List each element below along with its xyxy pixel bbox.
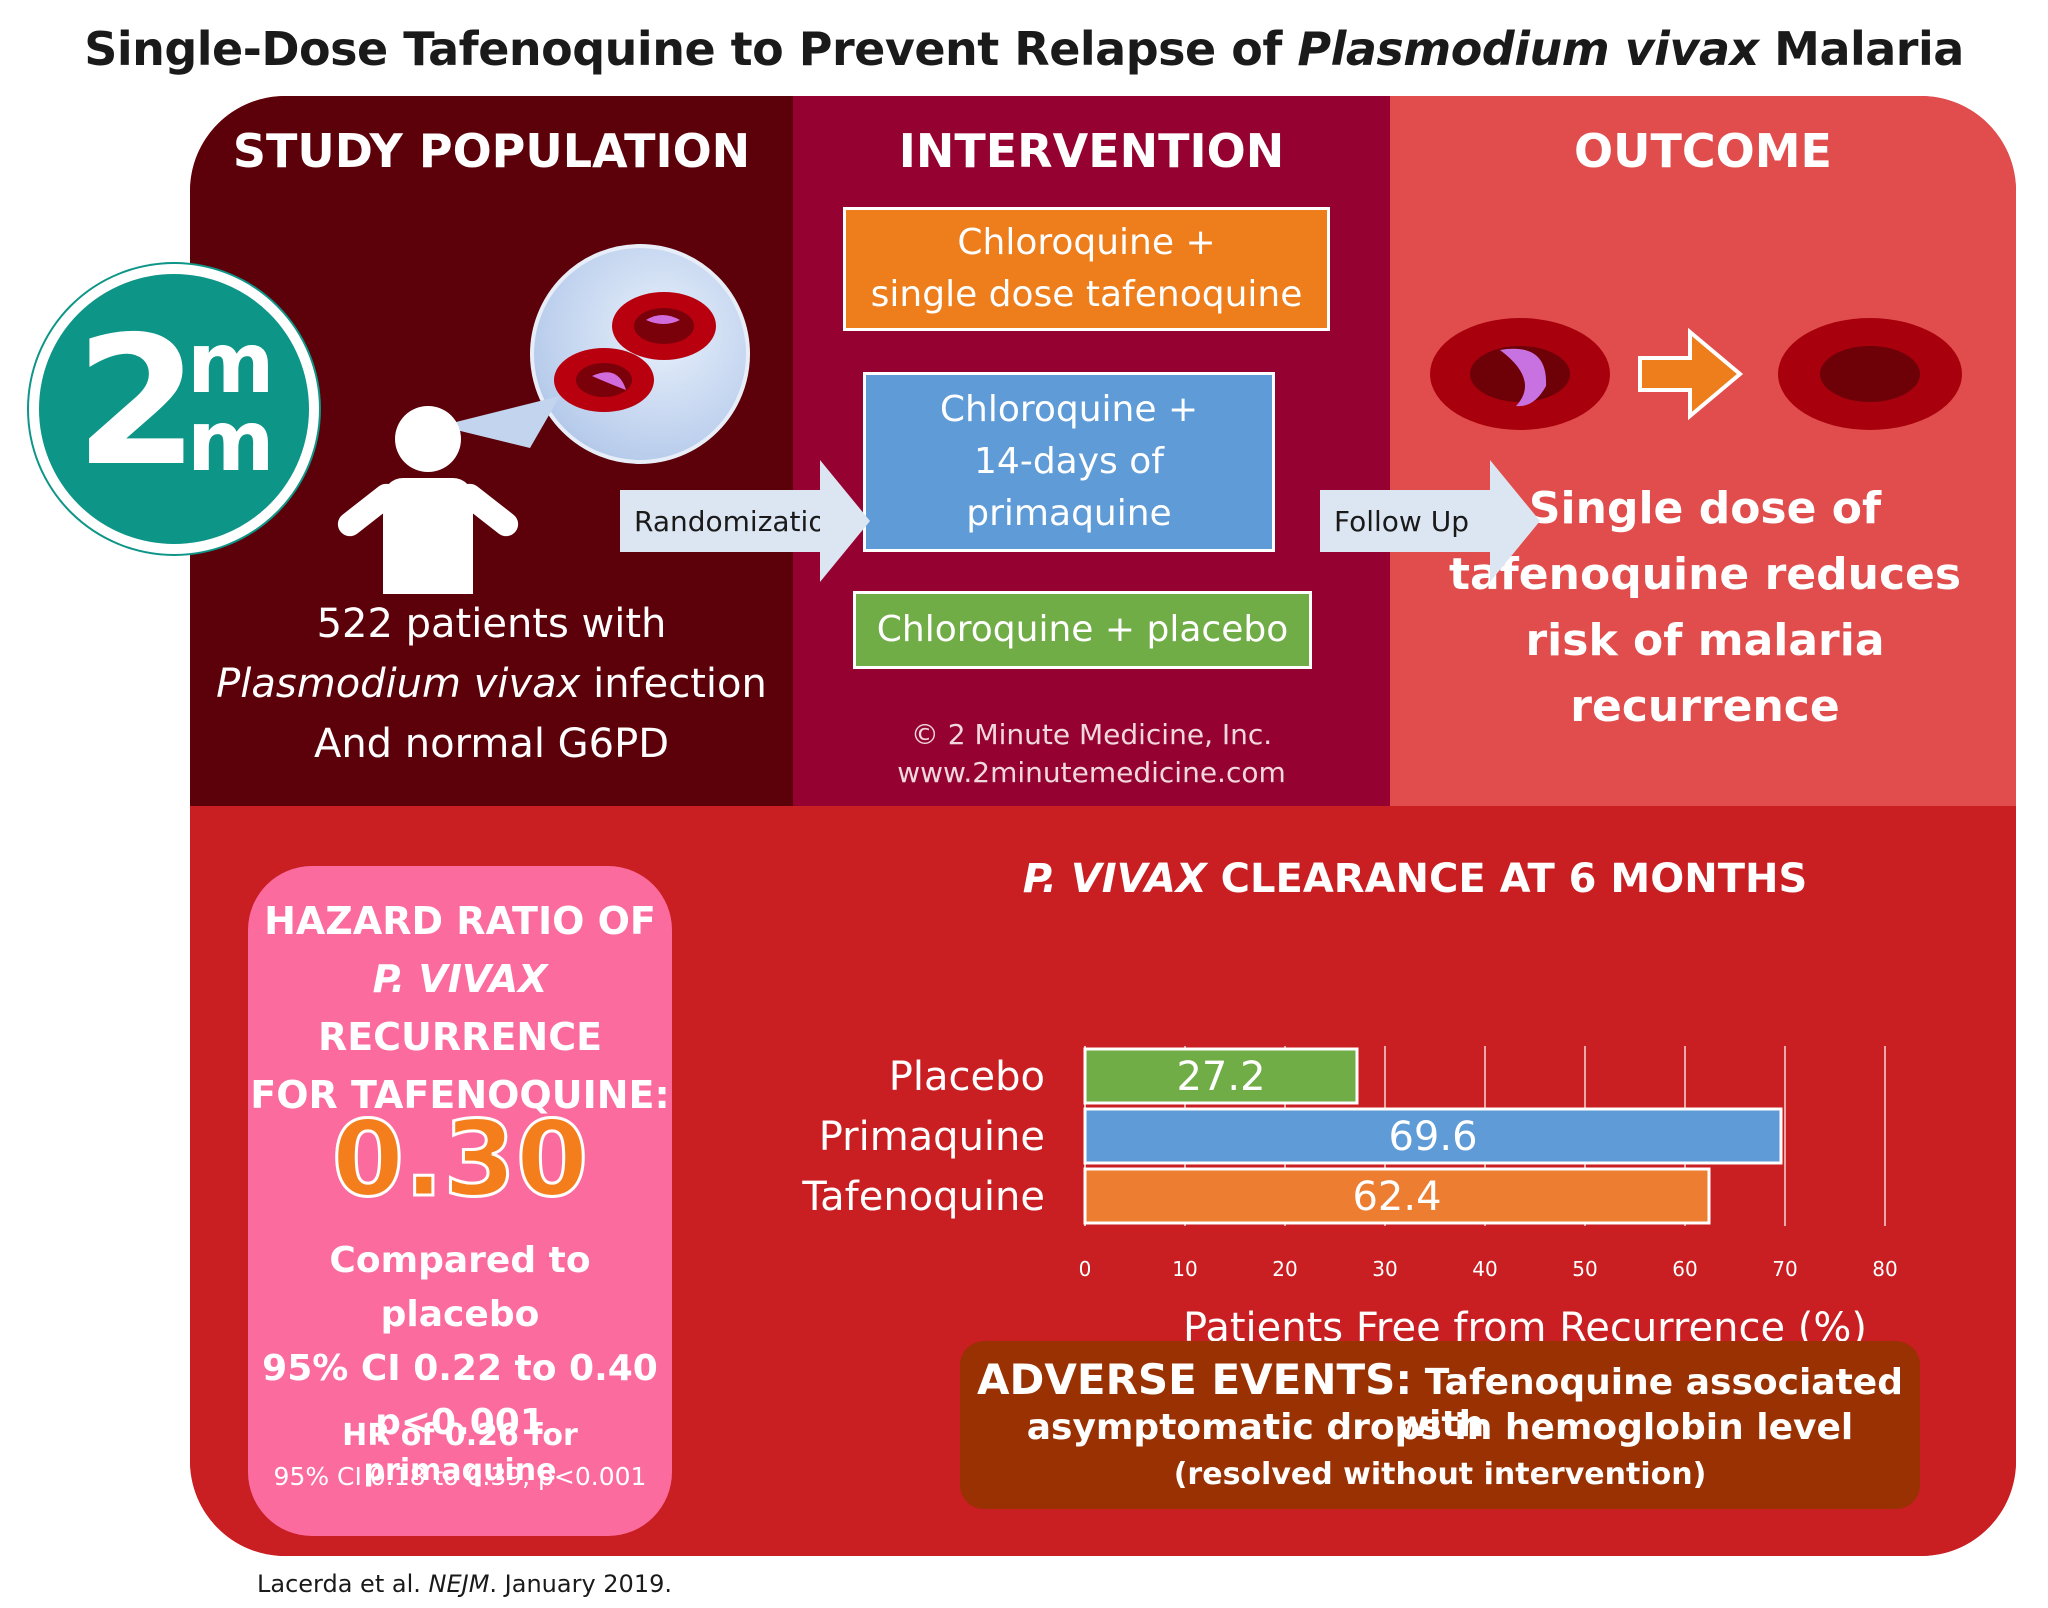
hr-compare-line1: Compared to placebo — [329, 1240, 591, 1335]
bar-primaquine — [1083, 1107, 1783, 1165]
tafenoquine-arm-box: Chloroquine + single dose tafenoquine — [843, 207, 1330, 331]
hr-compare-line2: 95% CI 0.22 to 0.40 — [262, 1348, 658, 1389]
speech-pointer-icon — [440, 396, 560, 448]
infographic-card: STUDY POPULATION 522 patients with Plasm… — [190, 96, 2016, 1556]
citation: Lacerda et al. NEJM. January 2019. — [257, 1570, 672, 1598]
outcome-line1: Single dose of — [1528, 483, 1882, 534]
placebo-arm-box: Chloroquine + placebo — [853, 591, 1312, 669]
population-line1: 522 patients with — [316, 601, 667, 647]
ae-line2: asymptomatic drops in hemoglobin level — [1026, 1407, 1854, 1448]
citation-part1: Lacerda et al. — [257, 1570, 429, 1598]
category-label: Tafenoquine — [801, 1174, 1045, 1220]
study-population-text: 522 patients with Plasmodium vivax infec… — [210, 594, 773, 774]
ae-line1: ADVERSE EVENTS: Tafenoquine associated w… — [960, 1355, 1920, 1445]
population-line3: And normal G6PD — [313, 721, 670, 767]
outcome-line3: risk of malaria — [1525, 615, 1885, 666]
population-species: Plasmodium vivax — [216, 661, 581, 707]
category-label: Placebo — [889, 1054, 1045, 1100]
outcome-panel: OUTCOME Single dose of tafenoquine reduc… — [1390, 96, 2016, 806]
citation-part2: . January 2019. — [489, 1570, 672, 1598]
infected-red-cells-icon — [554, 292, 716, 412]
category-label: Primaquine — [819, 1114, 1045, 1160]
follow-up-label: Follow Up — [1334, 504, 1469, 538]
citation-journal: NEJM — [428, 1570, 490, 1598]
hr-compare-line3: p<0.001 — [375, 1402, 545, 1443]
follow-up-arrow: Follow Up — [1320, 460, 1540, 582]
website-text: www.2minutemedicine.com — [897, 756, 1286, 789]
value-label: 27.2 — [1176, 1054, 1265, 1100]
randomization-arrow: Randomization — [620, 460, 870, 582]
x-tick-label: 20 — [1272, 1257, 1297, 1281]
adverse-events-box: ADVERSE EVENTS: Tafenoquine associated w… — [960, 1341, 1920, 1509]
value-label: 62.4 — [1352, 1174, 1441, 1220]
copyright-notice: © 2 Minute Medicine, Inc. www.2minutemed… — [793, 716, 1390, 792]
chart-title: P. VIVAX CLEARANCE AT 6 MONTHS — [890, 856, 1940, 902]
x-tick-label: 70 — [1772, 1257, 1797, 1281]
primaquine-hazard-ratio: HR of 0.26 for primaquine — [342, 1418, 578, 1488]
primaquine-arm-line2: 14-days of — [974, 441, 1164, 482]
outcome-line4: recurrence — [1570, 681, 1840, 732]
x-tick-label: 50 — [1572, 1257, 1597, 1281]
intervention-heading: INTERVENTION — [898, 124, 1285, 178]
value-label: 69.6 — [1388, 1114, 1477, 1160]
primaquine-arm-line3: primaquine — [966, 493, 1172, 534]
title-italic: Plasmodium vivax — [1297, 22, 1759, 76]
study-population-heading: STUDY POPULATION — [232, 124, 751, 178]
ae-line3: (resolved without intervention) — [1173, 1457, 1707, 1492]
x-tick-label: 60 — [1672, 1257, 1697, 1281]
patient-body-icon — [383, 478, 473, 594]
x-tick-label: 30 — [1372, 1257, 1397, 1281]
hr-title-line1: HAZARD RATIO OF — [264, 899, 656, 943]
chart-title-rest: CLEARANCE AT 6 MONTHS — [1206, 856, 1808, 902]
hazard-ratio-comparison: Compared to placebo 95% CI 0.22 to 0.40 … — [248, 1234, 672, 1450]
chart-title-species: P. VIVAX — [1022, 856, 1207, 902]
logo-letter-top: m — [187, 314, 275, 412]
title-part2: Malaria — [1758, 22, 1964, 76]
bar-placebo — [1083, 1047, 1359, 1105]
hr-title-species: P. VIVAX — [372, 957, 548, 1001]
tafenoquine-arm-line1: Chloroquine + — [957, 222, 1216, 263]
magnified-cells-bubble — [530, 244, 750, 464]
title-part1: Single-Dose Tafenoquine to Prevent Relap… — [84, 22, 1298, 76]
x-tick-label: 80 — [1872, 1257, 1897, 1281]
hr-title-line2: P. VIVAX RECURRENCE — [248, 950, 672, 1066]
x-tick-label: 40 — [1472, 1257, 1497, 1281]
tafenoquine-arm-line2: single dose tafenoquine — [870, 274, 1303, 315]
x-tick-label: 0 — [1079, 1257, 1092, 1281]
randomization-label: Randomization — [634, 504, 844, 538]
ae-heading: ADVERSE EVENTS: — [977, 1355, 1413, 1404]
primaquine-arm-box: Chloroquine + 14-days of primaquine — [863, 372, 1275, 552]
population-line2: Plasmodium vivax infection — [210, 654, 773, 714]
placebo-arm-line1: Chloroquine + placebo — [876, 609, 1289, 650]
intervention-panel: INTERVENTION Chloroquine + single dose t… — [793, 96, 1390, 806]
hr-title-recurrence: RECURRENCE — [317, 1015, 603, 1059]
logo-letter-bottom: m — [187, 392, 275, 490]
cell-cleared-icon — [1430, 318, 1962, 430]
main-title: Single-Dose Tafenoquine to Prevent Relap… — [0, 22, 2048, 76]
hr-title-line3: FOR TAFENOQUINE: — [250, 1073, 670, 1117]
hazard-ratio-value: 0.30 — [330, 1097, 590, 1222]
hazard-ratio-title: HAZARD RATIO OF P. VIVAX RECURRENCE FOR … — [248, 892, 672, 1124]
x-tick-label: 10 — [1172, 1257, 1197, 1281]
outcome-heading: OUTCOME — [1574, 124, 1832, 178]
copyright-text: © 2 Minute Medicine, Inc. — [910, 718, 1273, 751]
primaquine-ci: 95% CI 0.18 to 0.39, p<0.001 — [273, 1462, 647, 1491]
patient-head-icon — [395, 406, 461, 472]
study-population-panel: STUDY POPULATION 522 patients with Plasm… — [190, 96, 793, 806]
hazard-ratio-box: HAZARD RATIO OF P. VIVAX RECURRENCE FOR … — [248, 866, 672, 1536]
primaquine-arm-line1: Chloroquine + — [939, 389, 1199, 430]
2-minute-medicine-logo: 2 m m — [29, 264, 319, 554]
population-infection: infection — [580, 661, 767, 707]
ae-line1-rest: Tafenoquine associated with — [1395, 1362, 1903, 1445]
logo-number: 2 — [75, 298, 199, 505]
bar-tafenoquine — [1083, 1167, 1711, 1225]
